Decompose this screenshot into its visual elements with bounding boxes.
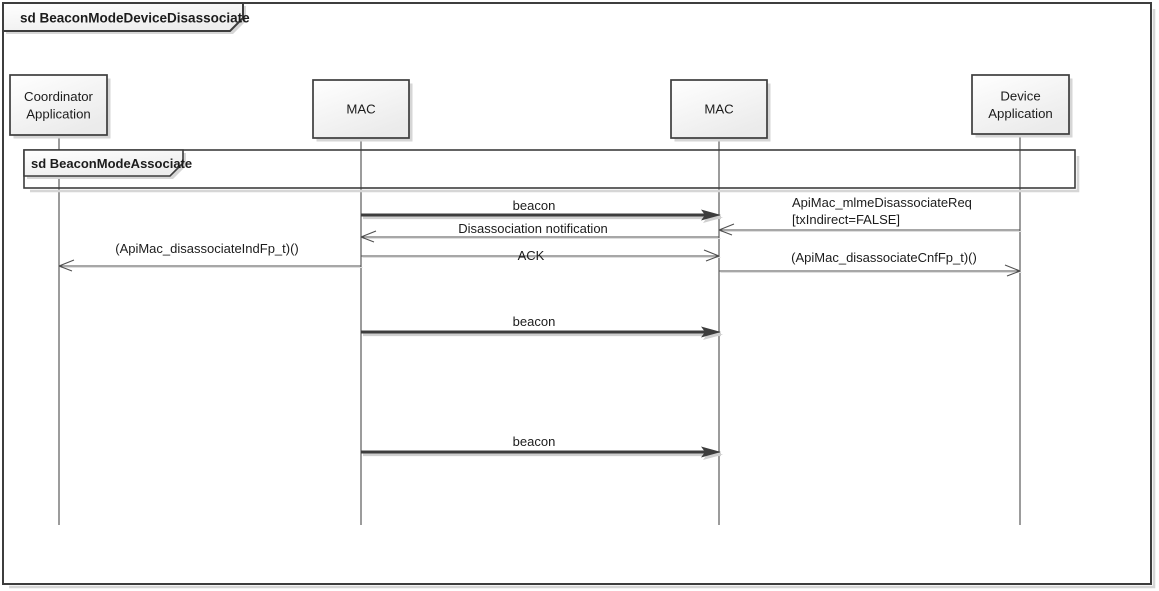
message-disassociate-ind-callback: (ApiMac_disassociateIndFp_t)()	[58, 241, 363, 272]
actor-label-device-application: Application	[988, 106, 1053, 121]
message-label-beacon-1: beacon	[513, 198, 556, 213]
solid-arrowhead-icon	[701, 446, 721, 458]
message-label-mlme-disassociate-req: ApiMac_mlmeDisassociateReq	[792, 195, 972, 210]
actor-label-coordinator-application: Application	[26, 107, 91, 122]
solid-arrowhead-icon	[701, 209, 721, 221]
message-label-ack: ACK	[518, 248, 545, 263]
outer-frame	[2, 2, 1152, 585]
actor-label-coordinator-application: Coordinator	[24, 89, 94, 104]
message-mlme-disassociate-req: ApiMac_mlmeDisassociateReq [txIndirect=FA…	[718, 195, 1022, 236]
message-beacon-2: beacon	[361, 314, 723, 340]
message-label-beacon-2: beacon	[513, 314, 556, 329]
message-label-disassociate-cnf-callback: (ApiMac_disassociateCnfFp_t)()	[791, 250, 977, 265]
message-label-disassociate-ind-callback: (ApiMac_disassociateIndFp_t)()	[115, 241, 299, 256]
message-label-disassociation-notification: Disassociation notification	[458, 221, 608, 236]
open-arrowhead-icon	[1004, 264, 1021, 277]
outer-frame-tab	[2, 2, 244, 32]
actor-box-coordinator-application	[9, 74, 108, 136]
open-arrowhead-icon	[703, 249, 720, 262]
open-arrowhead-icon	[718, 223, 735, 236]
outer-frame-title: sd BeaconModeDeviceDisassociate	[20, 11, 250, 26]
actor-coordinator-mac: MAC	[312, 79, 413, 142]
actor-label-coordinator-mac: MAC	[346, 102, 376, 117]
message-beacon-3: beacon	[361, 434, 723, 460]
outer-frame-shadow	[9, 9, 1156, 589]
message-beacon-1: beacon	[361, 198, 723, 223]
actor-box-coordinator-mac	[312, 79, 410, 139]
nested-fragment-frame-shadow	[30, 156, 1080, 193]
message-disassociation-notification: Disassociation notification	[360, 221, 721, 243]
actor-label-device-application: Device	[1000, 89, 1040, 104]
actor-device-mac: MAC	[670, 79, 771, 142]
message-disassociate-cnf-callback: (ApiMac_disassociateCnfFp_t)()	[719, 250, 1022, 277]
open-arrowhead-icon	[360, 230, 377, 243]
nested-fragment-frame-title: sd BeaconModeAssociate	[31, 156, 192, 171]
actor-box-device-mac	[670, 79, 768, 139]
actor-box-device-application	[971, 74, 1070, 135]
actor-label-device-mac: MAC	[704, 102, 734, 117]
message-ack: ACK	[361, 248, 721, 263]
message-label-beacon-3: beacon	[513, 434, 556, 449]
open-arrowhead-icon	[58, 259, 75, 272]
nested-fragment-frame-tab	[23, 149, 184, 177]
message-label2-mlme-disassociate-req: [txIndirect=FALSE]	[792, 212, 900, 227]
solid-arrowhead-icon	[701, 326, 721, 338]
